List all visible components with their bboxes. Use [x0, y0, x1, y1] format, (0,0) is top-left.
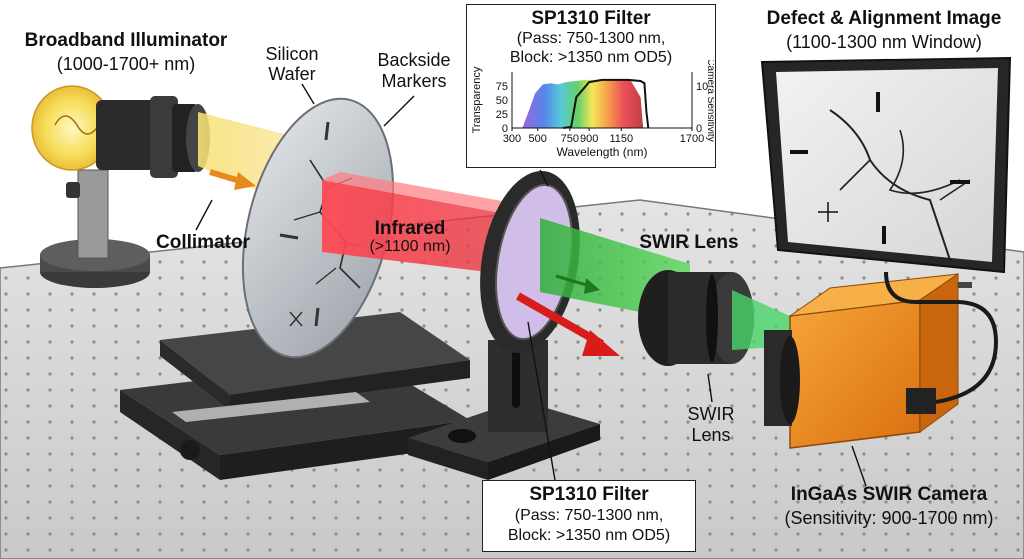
filter-mount	[408, 340, 600, 480]
filter-chart-title: SP1310 Filter	[531, 8, 651, 29]
filter-transmission-line	[563, 78, 650, 129]
illuminator-range: (1000-1700+ nm)	[56, 54, 196, 74]
x-tick-label: 900	[580, 133, 598, 145]
ingaas-camera	[764, 271, 999, 449]
y-tick-label-left: 25	[496, 109, 508, 121]
y-tick-label-right: 10	[696, 81, 708, 93]
infrared-title: Infrared	[374, 218, 446, 239]
x-tick-label: 500	[529, 133, 547, 145]
filtered-beam-arrow	[555, 274, 600, 294]
filter-chart-block: Block: >1350 nm OD5)	[509, 49, 673, 66]
illuminator-housing	[96, 96, 210, 178]
illuminator-post	[40, 169, 150, 288]
markers-label-line1: Backside	[377, 50, 451, 70]
y-tick-label-left: 0	[502, 123, 508, 135]
filter-callout-block: Block: >1350 nm OD5)	[507, 527, 671, 544]
y-tick-label-left: 75	[496, 81, 508, 93]
wafer-label-line1: Silicon	[265, 44, 319, 64]
illuminator-title: Broadband Illuminator	[24, 30, 228, 51]
leader-lines	[195, 83, 867, 487]
y-tick-label-left: 50	[496, 95, 508, 107]
x-tick-label: 750	[561, 133, 579, 145]
infrared-beam	[322, 180, 512, 275]
infrared-range: (>1100 nm)	[369, 238, 451, 255]
x-tick-label: 1700	[680, 133, 704, 145]
filter-callout-box	[482, 480, 696, 552]
x-tick-label: 300	[503, 133, 521, 145]
y-axis-title-left: Transparency	[471, 66, 483, 133]
filter-chart-pass: (Pass: 750-1300 nm,	[516, 30, 666, 47]
filter-callout-title: SP1310 Filter	[529, 484, 649, 505]
swir-lens-bold-label: SWIR Lens	[639, 232, 739, 253]
camera-sensitivity: (Sensitivity: 900-1700 nm)	[784, 508, 994, 528]
image-panel-window: (1100-1300 nm Window)	[786, 32, 982, 52]
swir-lens-small-line2: Lens	[691, 425, 731, 445]
image-monitor	[760, 56, 1012, 288]
wafer-label-line2: Wafer	[268, 64, 316, 84]
beam-direction-arrow	[209, 169, 256, 190]
blocked-ir-arrow	[516, 292, 620, 356]
camera-title: InGaAs SWIR Camera	[790, 484, 988, 505]
markers-label-line2: Markers	[381, 71, 447, 91]
collimator-label: Collimator	[156, 232, 250, 253]
x-axis-title: Wavelength (nm)	[557, 145, 648, 159]
y-axis-title-right: Camera Sensitivity	[705, 60, 714, 142]
image-panel-title: Defect & Alignment Image	[766, 8, 1002, 29]
x-tick-label: 1150	[609, 133, 633, 145]
spectrum-area	[522, 79, 644, 128]
y-tick-label-right: 0	[696, 123, 702, 135]
swir-lens-small-line1: SWIR	[687, 404, 735, 424]
filter-callout-pass: (Pass: 750-1300 nm,	[514, 507, 664, 524]
